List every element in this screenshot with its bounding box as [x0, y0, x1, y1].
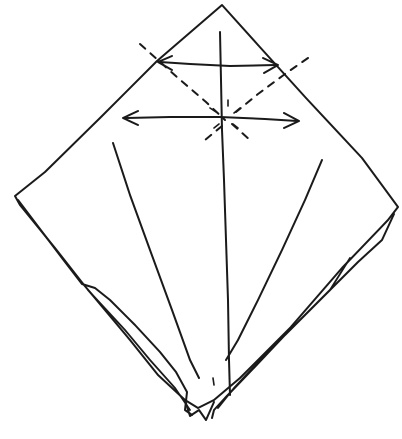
lower-horizontal-arrow — [125, 117, 297, 121]
dashed-fold-line-lower-right — [232, 124, 250, 140]
crossing-mark — [210, 100, 240, 128]
vertical-center-crease — [220, 32, 230, 395]
left-radiating-crease — [113, 143, 199, 378]
center-radiating-crease — [213, 378, 214, 385]
upper-horizontal-arrow — [160, 62, 275, 66]
right-radiating-crease — [226, 160, 322, 360]
